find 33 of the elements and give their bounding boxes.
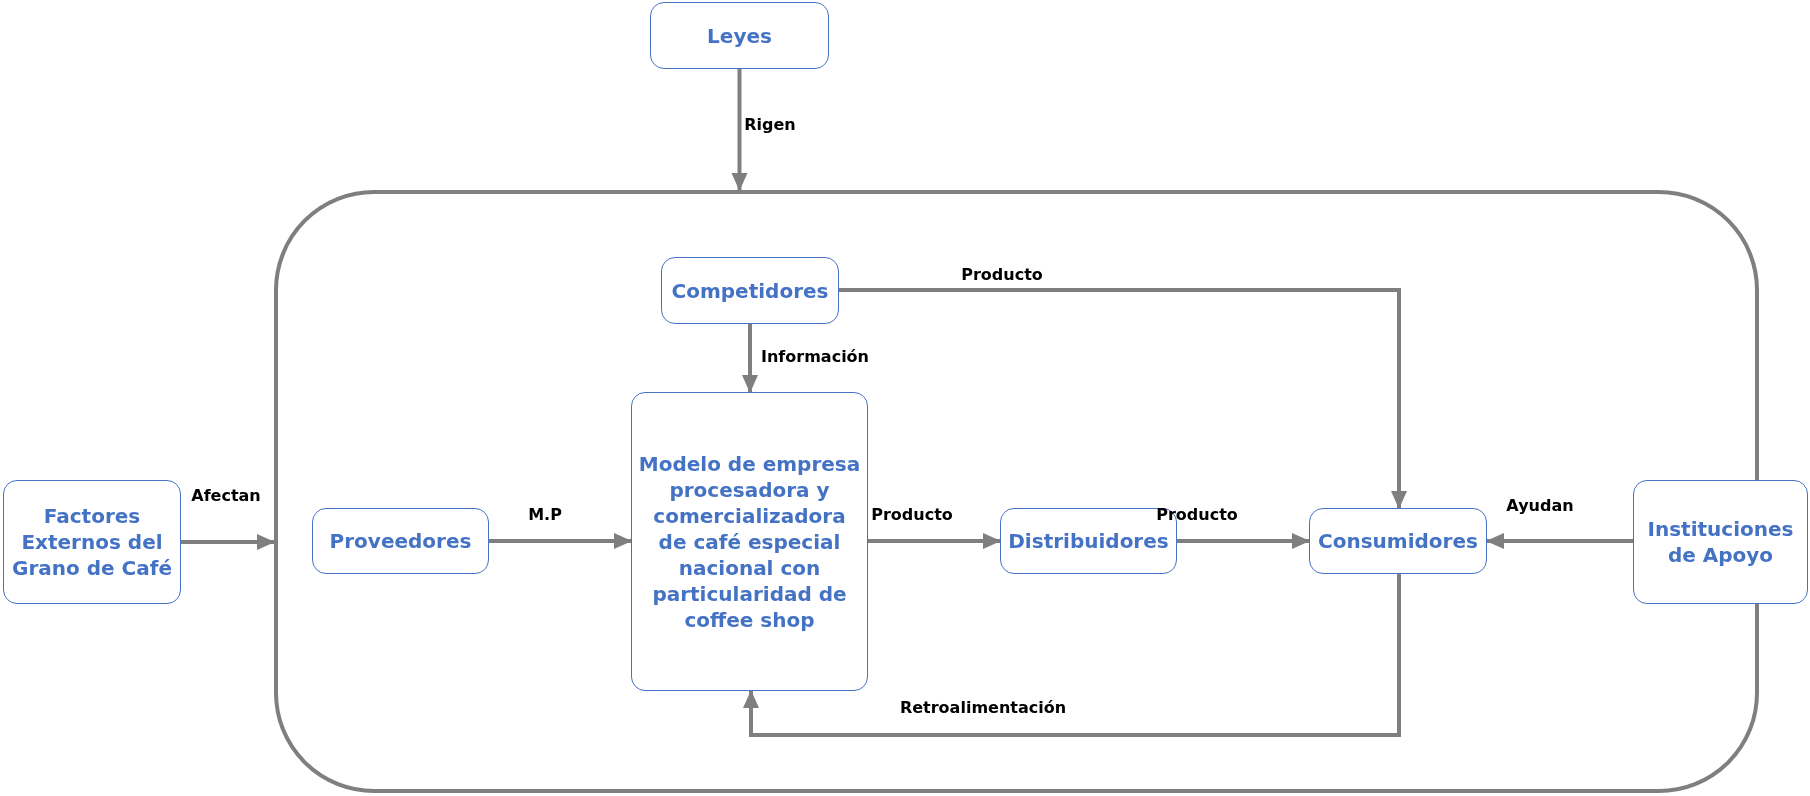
process-box [1309, 508, 1487, 574]
edge-label: Retroalimentación [899, 698, 1067, 717]
arrow [489, 533, 632, 549]
process-box [650, 2, 829, 69]
process-box [661, 257, 839, 324]
edge-label: Producto [961, 265, 1043, 284]
arrow [743, 574, 1401, 737]
arrow [742, 324, 758, 393]
node-label: Instituciones de Apoyo [1646, 516, 1795, 569]
edge-label: Producto [871, 505, 953, 524]
process-box [3, 480, 181, 604]
node-label: Factores Externos del Grano de Café [11, 503, 173, 582]
node-label: Consumidores [1317, 528, 1479, 555]
arrow [1177, 533, 1310, 549]
edge-label: Producto [1156, 505, 1238, 524]
arrow [181, 534, 275, 550]
arrow [731, 69, 748, 191]
node-label: Competidores [670, 277, 830, 305]
process-box [1633, 480, 1808, 604]
arrow [839, 288, 1407, 509]
edge-label: Ayudan [1506, 496, 1574, 515]
edge-label: Afectan [191, 486, 261, 505]
node-label: Proveedores [328, 528, 473, 555]
edge-label: M.P [528, 505, 562, 524]
node-label: Modelo de empresa procesadora y comercializadora de café especial nacional con particularidad de coffee shop [637, 450, 862, 634]
process-box [312, 508, 489, 574]
process-box [631, 392, 868, 691]
arrow [868, 533, 1001, 549]
edge-label: Rigen [744, 115, 796, 134]
edge-label: Información [761, 347, 869, 366]
node-label: Leyes [706, 22, 773, 50]
node-label: Distribuidores [1007, 528, 1170, 555]
arrow [1486, 533, 1633, 549]
